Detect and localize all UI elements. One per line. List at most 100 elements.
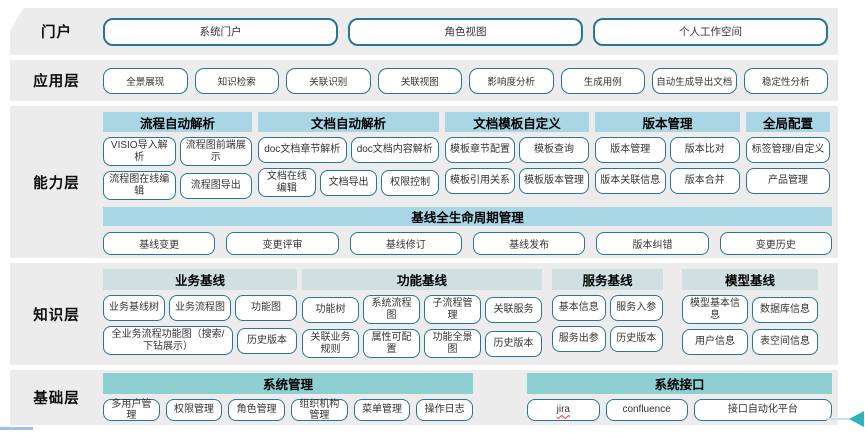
group-header: 功能基线: [302, 269, 542, 290]
diagram-box-change-review: 变更评审: [226, 232, 339, 255]
diagram-box-full-business-flow-map: 全业务流程功能图（搜索/下钻展示）: [103, 326, 233, 355]
group-global-config: 全局配置 标签管理/自定义 产品管理: [746, 112, 830, 200]
diagram-box-history-version: 历史版本: [237, 327, 297, 354]
group-row: 版本关联信息 版本合并: [595, 168, 740, 194]
diagram-box-multiuser-mgmt: 多用户管理: [103, 399, 160, 421]
cursor-arrow-line: [826, 418, 850, 420]
group-header: 系统管理: [103, 373, 473, 394]
application-button-row: 全景展现 知识检索 关联识别 关联视图 影响度分析 生成用例 自动生成导出文档 …: [103, 60, 838, 101]
diagram-box-operation-log: 操作日志: [416, 399, 474, 421]
layer-label-portal: 门户: [41, 25, 72, 41]
diagram-box-service-output: 服务出参: [552, 326, 606, 352]
group-function-baseline: 功能基线 功能树 系统流程图 子流程管理 关联服务 关联业务规则 属性可配置 功…: [302, 269, 542, 358]
diagram-box-system-flowchart: 系统流程图: [363, 295, 420, 324]
diagram-box-panorama: 全景展现: [103, 67, 188, 94]
group-row: 多用户管理 权限管理 角色管理 组织机构管理 菜单管理 操作日志: [103, 399, 474, 421]
group-model-baseline: 模型基线 模型基本信息 数据库信息 用户信息 表空间信息: [682, 269, 818, 358]
diagram-box-version-relation-info: 版本关联信息: [595, 168, 666, 194]
group-header: 系统接口: [527, 373, 832, 394]
diagram-box-doc-export: 文档导出: [319, 169, 378, 196]
group-header: 文档自动解析: [258, 112, 439, 132]
group-row: 全业务流程功能图（搜索/下钻展示） 历史版本: [103, 326, 297, 355]
diagram-box-configurable-attrs: 属性可配置: [363, 329, 420, 358]
group-header: 业务基线: [103, 269, 297, 290]
group-row: VISIO导入解析 流程图前端展示: [103, 137, 252, 166]
group-row: 产品管理: [746, 168, 830, 194]
diagram-box-flowchart-online-edit: 流程图在线编辑: [103, 171, 176, 200]
foundation-groups: 系统管理 多用户管理 权限管理 角色管理 组织机构管理 菜单管理 操作日志 系统…: [103, 373, 838, 421]
group-business-baseline: 业务基线 业务基线树 业务流程图 功能图 全业务流程功能图（搜索/下钻展示） 历…: [103, 269, 297, 358]
group-row: 版本管理 版本比对: [595, 137, 740, 163]
diagram-box-personal-workspace: 个人工作空间: [593, 17, 828, 46]
diagram-box-product-mgmt: 产品管理: [746, 168, 830, 194]
diagram-box-version-mgmt: 版本管理: [595, 137, 666, 163]
layer-label-knowledge: 知识层: [33, 307, 80, 324]
diagram-box-baseline-release: 基线发布: [472, 232, 586, 255]
layer-band-application: 应用层 全景展现 知识检索 关联识别 关联视图 影响度分析 生成用例 自动生成导…: [10, 60, 838, 101]
diagram-box-menu-mgmt: 菜单管理: [353, 399, 411, 421]
diagram-box-template-version-mgmt: 模板版本管理: [519, 168, 589, 194]
diagram-box-history-version: 历史版本: [609, 326, 663, 352]
diagram-box-version-merge: 版本合并: [669, 168, 740, 194]
diagram-box-org-mgmt: 组织机构管理: [291, 399, 348, 421]
group-service-baseline: 服务基线 基本信息 服务入参 服务出参 历史版本: [552, 269, 663, 358]
diagram-box-flowchart-export: 流程图导出: [179, 172, 252, 199]
group-system-mgmt: 系统管理 多用户管理 权限管理 角色管理 组织机构管理 菜单管理 操作日志: [103, 373, 474, 421]
group-row: 模板引用关系 模板版本管理: [445, 168, 589, 194]
layer-band-capability: 能力层 流程自动解析 VISIO导入解析 流程图前端展示 流程图在线编辑 流程图…: [10, 106, 838, 258]
group-version-mgmt: 版本管理 版本管理 版本比对 版本关联信息 版本合并: [595, 112, 740, 200]
diagram-box-flowchart-front-display: 流程图前端展示: [179, 137, 252, 166]
layer-label-capability: 能力层: [33, 175, 80, 192]
layer-band-foundation: 基础层 系统管理 多用户管理 权限管理 角色管理 组织机构管理 菜单管理 操作日…: [10, 370, 838, 425]
diagram-box-history-version: 历史版本: [485, 330, 542, 357]
diagram-box-tag-mgmt-custom: 标签管理/自定义: [746, 137, 830, 163]
layer-label-application: 应用层: [33, 74, 80, 90]
diagram-box-tablespace-info: 表空间信息: [752, 329, 818, 355]
diagram-box-permission-mgmt: 权限管理: [165, 399, 223, 421]
diagram-box-template-reference: 模板引用关系: [445, 168, 515, 194]
diagram-box-baseline-revise: 基线修订: [349, 232, 462, 255]
group-row: 模型基本信息 数据库信息: [682, 295, 818, 324]
diagram-box-baseline-change: 基线变更: [103, 232, 216, 255]
group-row: 文档在线编辑 文档导出 权限控制: [258, 168, 440, 197]
diagram-box-doc-online-edit: 文档在线编辑: [258, 168, 316, 197]
diagram-box-generate-usecase: 生成用例: [560, 67, 645, 94]
diagram-box-function-diagram: 功能图: [235, 295, 297, 321]
group-row: 功能树 系统流程图 子流程管理 关联服务: [302, 295, 542, 324]
diagram-box-permission-control: 权限控制: [381, 169, 440, 196]
group-header: 服务基线: [552, 269, 663, 290]
group-row: 业务基线树 业务流程图 功能图: [103, 295, 297, 321]
diagram-box-relation-view: 关联视图: [377, 67, 462, 94]
group-system-interface: 系统接口 jira confluence 接口自动化平台: [527, 373, 833, 421]
diagram-box-auto-export-doc: 自动生成导出文档: [652, 67, 737, 94]
group-row: 关联业务规则 属性可配置 功能全景图 历史版本: [302, 329, 542, 358]
diagram-box-jira: jira: [527, 399, 600, 421]
diagram-box-doc-chapter-parse: doc文档章节解析: [258, 137, 347, 163]
baseline-lifecycle-header: 基线全生命周期管理: [103, 207, 832, 226]
diagram-box-change-history: 变更历史: [719, 232, 832, 255]
group-doc-template-custom: 文档模板自定义 模板章节配置 模板查询 模板引用关系 模板版本管理: [445, 112, 589, 200]
group-row: doc文档章节解析 doc文档内容解析: [258, 137, 439, 163]
diagram-box-interface-automation: 接口自动化平台: [693, 399, 833, 421]
group-row: 基本信息 服务入参: [552, 295, 663, 321]
group-header: 全局配置: [746, 112, 830, 132]
capability-groups: 流程自动解析 VISIO导入解析 流程图前端展示 流程图在线编辑 流程图导出 文…: [103, 112, 832, 200]
diagram-box-impact-analysis: 影响度分析: [469, 67, 554, 94]
layer-band-knowledge: 知识层 业务基线 业务基线树 业务流程图 功能图 全业务流程功能图（搜索/下钻展…: [10, 263, 838, 365]
diagram-box-database-info: 数据库信息: [752, 296, 818, 323]
group-row: 标签管理/自定义: [746, 137, 830, 163]
group-process-auto-parse: 流程自动解析 VISIO导入解析 流程图前端展示 流程图在线编辑 流程图导出: [103, 112, 252, 200]
layer-band-portal: 门户 系统门户 角色视图 个人工作空间: [10, 8, 838, 55]
diagram-box-function-tree: 功能树: [302, 296, 359, 323]
diagram-box-knowledge-search: 知识检索: [194, 67, 279, 94]
diagram-box-confluence: confluence: [605, 399, 688, 421]
layer-label-foundation: 基础层: [33, 391, 80, 407]
knowledge-content: 业务基线 业务基线树 业务流程图 功能图 全业务流程功能图（搜索/下钻展示） 历…: [103, 263, 838, 365]
diagram-box-user-info: 用户信息: [682, 329, 748, 355]
diagram-box-model-basic-info: 模型基本信息: [682, 295, 748, 324]
group-header: 流程自动解析: [103, 112, 252, 132]
diagram-box-relation-identify: 关联识别: [286, 67, 371, 94]
left-arrow-icon: [849, 411, 864, 427]
jira-label: jira: [556, 404, 570, 416]
diagram-box-doc-content-parse: doc文档内容解析: [350, 137, 439, 163]
